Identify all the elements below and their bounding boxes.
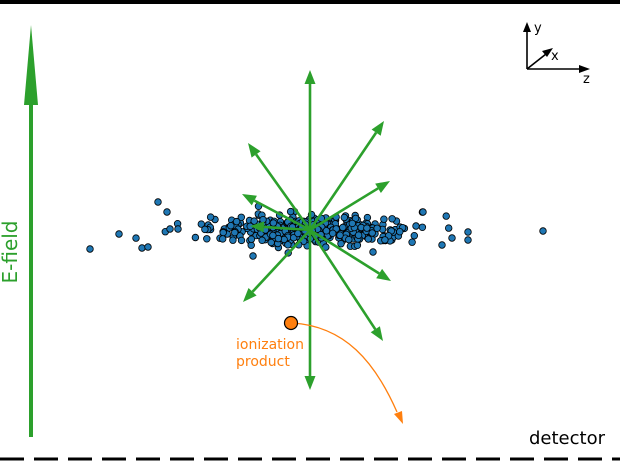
particle-dot <box>345 235 353 244</box>
particle-dot <box>322 227 331 235</box>
particle-dot <box>163 208 171 216</box>
particle-dot <box>354 231 363 239</box>
axis-y-label: y <box>534 21 542 36</box>
detector-label: detector <box>529 428 606 449</box>
particle-dot <box>339 223 347 232</box>
ionization-label-line2: product <box>236 354 290 370</box>
ionization-product-dot <box>283 315 299 331</box>
efield-arrow <box>24 25 38 437</box>
ionization-label-line1: ionization <box>236 337 304 353</box>
field-arrow <box>309 181 390 232</box>
particle-dot <box>336 231 344 239</box>
particle-dot <box>418 223 427 231</box>
particle-dot <box>329 229 337 237</box>
particle-dot <box>267 238 275 247</box>
particle-dot <box>445 224 453 232</box>
particle-dot <box>364 235 372 243</box>
particle-dot <box>249 252 257 260</box>
particle-dot <box>380 215 388 223</box>
particle-dot <box>227 221 235 230</box>
particle-dot <box>166 225 174 233</box>
particle-dot <box>206 213 215 221</box>
particle-dot <box>412 222 420 230</box>
particle-dot <box>269 231 277 240</box>
particle-dot <box>201 225 209 234</box>
field-arrow <box>250 221 311 233</box>
particle-dot <box>448 234 456 242</box>
particle-dot <box>230 228 239 237</box>
field-arrow <box>242 194 311 232</box>
particle-dot <box>438 241 446 249</box>
particle-dot <box>348 219 356 228</box>
particle-dot <box>388 215 396 223</box>
particle-dot <box>340 213 348 222</box>
ion-trajectory-arrowhead <box>394 411 403 424</box>
particle-dot <box>197 220 205 228</box>
particle-dot <box>396 227 404 236</box>
particle-dot <box>174 225 182 233</box>
particle-dot <box>442 212 450 220</box>
particle-dot <box>286 207 295 216</box>
particle-dot <box>237 236 246 245</box>
field-arrow <box>308 229 383 341</box>
field-arrow <box>304 230 316 390</box>
ion-trajectory <box>291 322 398 413</box>
particle-dot <box>86 245 94 253</box>
particle-dot <box>115 230 123 238</box>
particle-dot <box>410 231 418 240</box>
particle-dot <box>408 238 416 246</box>
particle-dot <box>351 214 360 223</box>
particle-dot <box>274 234 283 243</box>
particle-dot <box>229 236 237 244</box>
particle-dot <box>218 235 227 243</box>
particle-dot <box>269 219 278 227</box>
field-arrow <box>243 229 311 302</box>
field-arrow <box>308 121 384 231</box>
particle-dot <box>138 244 146 252</box>
field-arrow <box>248 143 312 231</box>
field-arrow <box>309 228 391 281</box>
particle-dot <box>369 248 377 256</box>
particle-dot <box>368 229 376 237</box>
particle-dot <box>191 233 200 242</box>
efield-label: E-field <box>0 220 22 283</box>
particle-dot <box>232 217 241 226</box>
field-arrow <box>304 70 316 230</box>
particle-dot <box>203 235 211 243</box>
axis-z-label: z <box>583 72 590 87</box>
particle-dot <box>464 236 472 244</box>
particle-dot <box>419 208 427 216</box>
coordinate-axes <box>523 22 590 73</box>
particle-dot <box>154 198 162 206</box>
particle-dot <box>250 217 258 225</box>
particle-dot <box>464 228 472 236</box>
axis-x-label: x <box>551 49 559 64</box>
particle-cloud <box>86 198 547 260</box>
particle-dot <box>337 239 345 248</box>
particle-dot <box>144 243 152 251</box>
particle-dot <box>237 213 245 221</box>
particle-dot <box>247 235 256 243</box>
particle-dot <box>381 236 389 244</box>
particle-dot <box>539 227 547 235</box>
radial-field-arrows <box>242 70 391 390</box>
particle-dot <box>132 234 140 242</box>
particle-dot <box>363 224 371 232</box>
particle-dot <box>294 229 302 238</box>
particle-dot <box>353 241 362 249</box>
particle-dot <box>284 241 292 249</box>
particle-dot <box>258 236 266 244</box>
